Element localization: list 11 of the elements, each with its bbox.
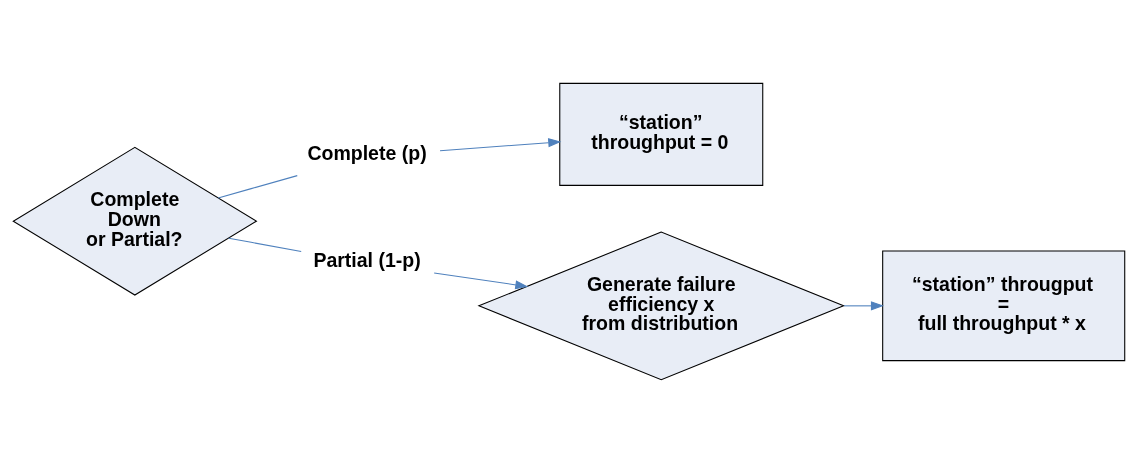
- node-text: Complete (p): [307, 141, 427, 164]
- node-text: Partial (1-p): [313, 249, 421, 272]
- node-box: “station” throughput = 0: [559, 82, 764, 186]
- connector: [228, 237, 302, 253]
- node-diamond: Complete Down or Partial?: [12, 146, 258, 296]
- connector: [217, 175, 298, 199]
- node-diamond: Generate failure efficiency x from distribution: [477, 231, 846, 381]
- node-box: “station” througput = full throughput * x: [882, 250, 1126, 362]
- arrow: [439, 138, 562, 152]
- arrow: [433, 272, 529, 290]
- arrow: [843, 301, 884, 311]
